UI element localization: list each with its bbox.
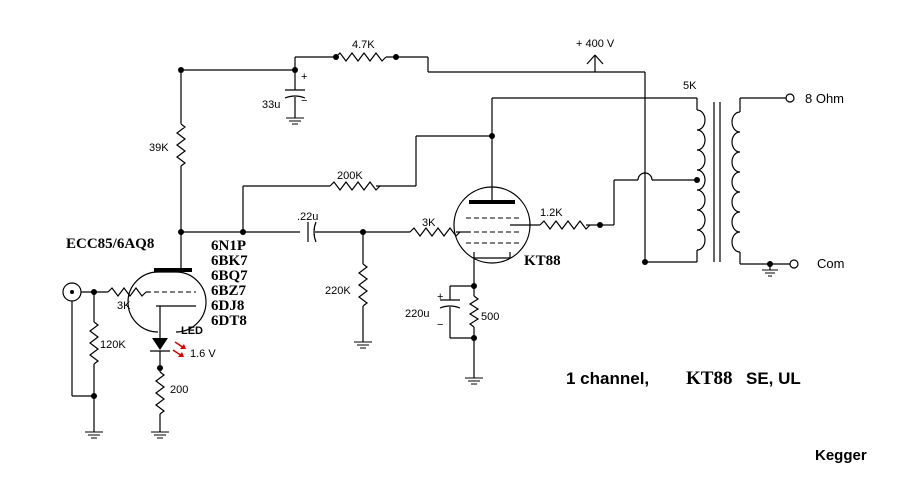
junction-dot (393, 54, 399, 60)
caption-prefix: 1 channel, (566, 369, 649, 388)
r-feedback-label: 200K (337, 170, 363, 182)
r-grid-stopper-in-label: 3K (117, 300, 131, 312)
r-cathode-label: 500 (481, 311, 499, 323)
junction-dot (240, 229, 246, 235)
author-label: Kegger (815, 447, 867, 464)
alt-tube-3: 6BQ7 (211, 268, 248, 284)
primary-impedance-label: 5K (683, 80, 697, 92)
alt-tube-4: 6BZ7 (211, 283, 247, 299)
junction-dot (178, 229, 184, 235)
cathode-network: + − (437, 285, 483, 385)
filter-capacitor: + − (284, 70, 307, 125)
kt88-tube (453, 136, 540, 286)
svg-text:+: + (437, 291, 443, 303)
c-cathode-label: 220u (405, 308, 429, 320)
svg-text:−: − (301, 95, 307, 107)
caption-tube: KT88 (686, 368, 732, 389)
output-grid-stopper (409, 227, 470, 237)
r-input-label: 120K (100, 339, 126, 351)
alt-tube-1: 6N1P (211, 238, 246, 254)
output-transformer (645, 93, 799, 277)
output-tube-label: KT88 (524, 253, 561, 269)
svg-text:+: + (301, 71, 307, 83)
driver-tube-label: ECC85/6AQ8 (66, 236, 154, 252)
led-label: LED (181, 325, 203, 337)
junction-dot (91, 393, 97, 399)
r-grid-leak-label: 220K (325, 285, 351, 297)
alt-tube-2: 6BK7 (211, 253, 248, 269)
grid-leak-resistor (354, 232, 372, 349)
junction-dot (471, 335, 477, 341)
alt-tube-5: 6DJ8 (211, 298, 244, 314)
plate-resistor (176, 70, 186, 270)
r-grid-stopper-out-label: 3K (422, 217, 436, 229)
caption-suffix: SE, UL (746, 369, 801, 388)
junction-dot (597, 222, 603, 228)
r-plate-label: 39K (149, 142, 169, 154)
junction-dot (157, 365, 163, 371)
c-coupling-label: .22u (297, 211, 318, 223)
driver-tube (127, 268, 207, 338)
secondary-com-label: Com (817, 256, 844, 271)
r-dropper-label: 4.7K (352, 39, 375, 51)
coupling-capacitor (307, 221, 410, 243)
b-plus-rail (181, 52, 646, 262)
junction-dot (471, 283, 477, 289)
screen-resistor (539, 172, 697, 230)
junction-dot (333, 54, 339, 60)
svg-text:−: − (437, 319, 443, 331)
junction-dot (694, 177, 700, 183)
secondary-8ohm-label: 8 Ohm (805, 91, 844, 106)
alt-tube-6: 6DT8 (211, 313, 247, 329)
input-section (62, 282, 150, 439)
r-screen-label: 1.2K (540, 207, 563, 219)
c-filter-label: 33u (262, 99, 280, 111)
r-led-label: 200 (170, 384, 188, 396)
led-bias (150, 338, 186, 439)
junction-dot (91, 289, 97, 295)
supply-voltage-label: + 400 V (576, 38, 615, 50)
feedback-network (242, 135, 492, 232)
junction-dot (767, 261, 773, 267)
led-voltage-label: 1.6 V (190, 348, 216, 360)
junction-dot (642, 259, 648, 265)
